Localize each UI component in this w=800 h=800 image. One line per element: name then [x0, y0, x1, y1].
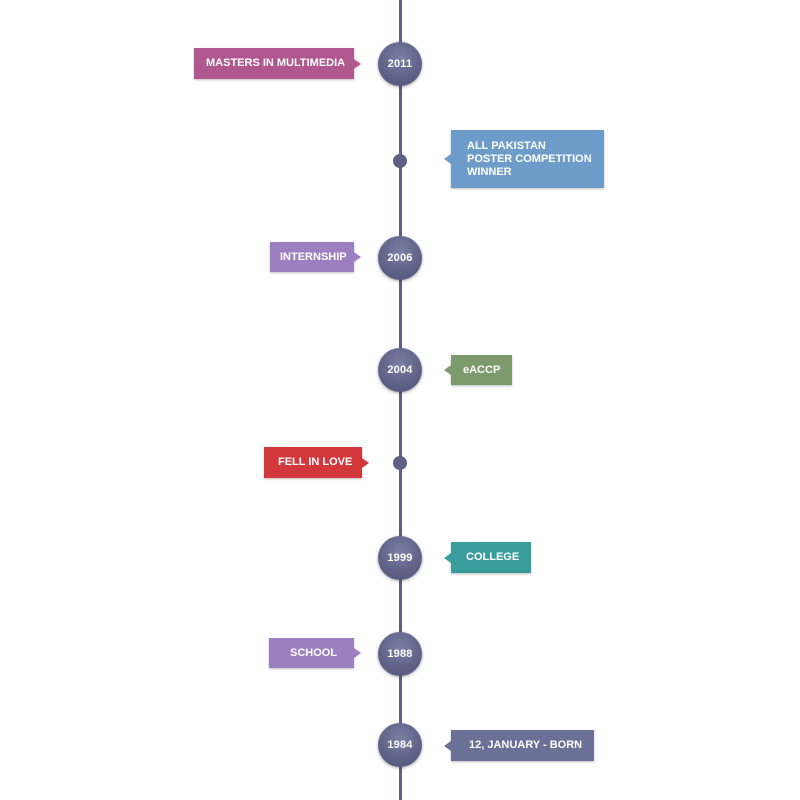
event-eaccp-label: eACCP	[463, 363, 501, 376]
year-node-1988: 1988	[378, 632, 422, 676]
event-masters-label: MASTERS IN MULTIMEDIA	[206, 57, 346, 69]
event-poster-label: ALL PAKISTAN POSTER COMPETITION WINNER	[467, 139, 592, 178]
event-internship: INTERNSHIP	[270, 242, 361, 272]
event-school-label: SCHOOL	[290, 646, 338, 659]
year-label: 2006	[387, 252, 413, 264]
year-node-2006: 2006	[378, 236, 422, 280]
year-node-1999: 1999	[378, 536, 422, 580]
event-born-label: 12, JANUARY - BORN	[469, 739, 583, 751]
event-school: SCHOOL	[269, 638, 361, 668]
event-college: COLLEGE	[444, 542, 531, 573]
event-masters: MASTERS IN MULTIMEDIA	[194, 48, 361, 79]
event-poster: ALL PAKISTAN POSTER COMPETITION WINNER	[444, 130, 604, 188]
event-internship-label: INTERNSHIP	[280, 250, 347, 263]
year-node-2004: 2004	[378, 348, 422, 392]
year-label: 1988	[387, 648, 413, 660]
year-label: 2011	[387, 58, 413, 70]
timeline-line	[399, 0, 402, 800]
event-love: FELL IN LOVE	[264, 447, 369, 478]
event-born: 12, JANUARY - BORN	[444, 730, 594, 761]
year-label: 1984	[387, 739, 413, 751]
year-node-1984: 1984	[378, 723, 422, 767]
year-label: 1999	[387, 552, 413, 564]
year-label: 2004	[387, 364, 413, 376]
event-love-label: FELL IN LOVE	[278, 456, 353, 468]
year-node-2011: 2011	[378, 42, 422, 86]
event-eaccp: eACCP	[444, 355, 512, 385]
event-college-label: COLLEGE	[466, 551, 520, 563]
dot-node-poster	[393, 154, 407, 168]
dot-node-love	[393, 456, 407, 470]
